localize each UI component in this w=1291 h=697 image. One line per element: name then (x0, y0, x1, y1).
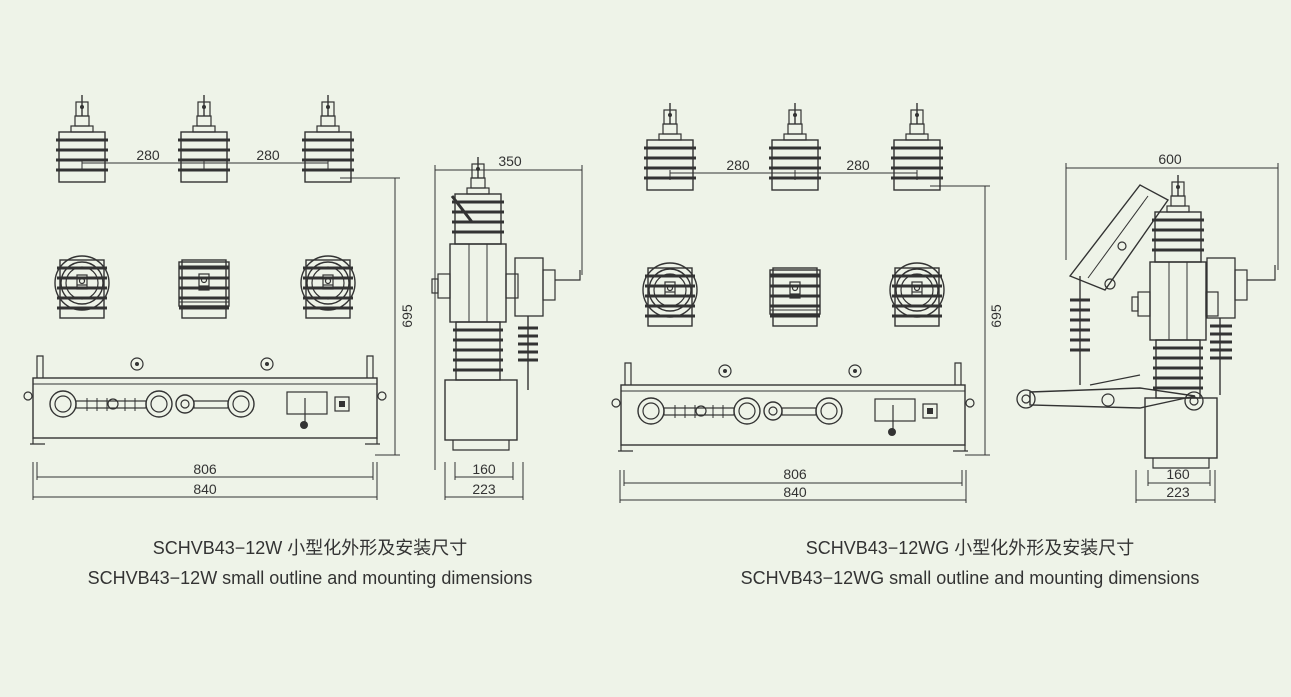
caption-12wg-en: SCHVB43−12WG small outline and mounting … (740, 568, 1200, 588)
caption-12w-cn: SCHVB43−12W 小型化外形及安装尺寸 (152, 538, 468, 558)
dim-280-left-a: 280 (136, 147, 160, 163)
dimension-lines-side-12wg (1065, 163, 1279, 503)
dim-280-left-b: 280 (256, 147, 280, 163)
side-view-12w (432, 157, 581, 450)
front-view-12wg (611, 101, 975, 452)
dimension-lines-12w (32, 160, 400, 500)
dim-695-left: 695 (399, 304, 415, 328)
dim-695-right: 695 (988, 304, 1004, 328)
dim-160-right: 160 (1166, 466, 1190, 482)
dim-600: 600 (1158, 151, 1182, 167)
caption-12wg: SCHVB43−12WG 小型化外形及安装尺寸 SCHVB43−12WG sma… (675, 533, 1265, 593)
dimension-lines-12wg (619, 170, 990, 503)
front-view-12w (23, 93, 387, 445)
dim-840-right: 840 (783, 484, 807, 500)
dim-280-right-b: 280 (846, 157, 870, 173)
dim-840-left: 840 (193, 481, 217, 497)
caption-12wg-cn: SCHVB43−12WG 小型化外形及安装尺寸 (805, 538, 1135, 558)
dim-806-right: 806 (783, 466, 807, 482)
dim-223-left: 223 (472, 481, 496, 497)
dim-806-left: 806 (193, 461, 217, 477)
dim-280-right-a: 280 (726, 157, 750, 173)
side-view-12wg (1016, 175, 1276, 468)
caption-12w: SCHVB43−12W 小型化外形及安装尺寸 SCHVB43−12W small… (20, 533, 600, 593)
dim-223-right: 223 (1166, 484, 1190, 500)
dim-350: 350 (498, 153, 522, 169)
dim-160-left: 160 (472, 461, 496, 477)
caption-12w-en: SCHVB43−12W small outline and mounting d… (87, 568, 533, 588)
dimension-lines-side-12w (434, 165, 583, 500)
